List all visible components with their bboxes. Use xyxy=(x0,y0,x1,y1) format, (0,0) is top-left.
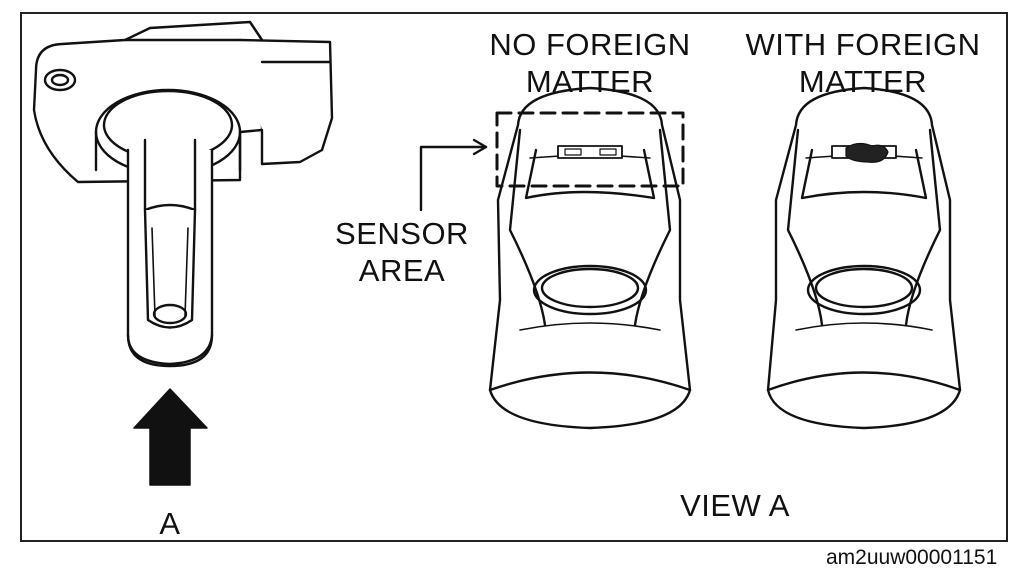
sensor-line2: AREA xyxy=(358,253,446,288)
no-foreign-line2: MATTER xyxy=(525,64,655,99)
no-foreign-matter-label: NO FOREIGN MATTER xyxy=(470,26,710,100)
sensor-view-contaminated xyxy=(766,86,962,430)
arrow-up-icon xyxy=(133,388,208,486)
no-foreign-line1: NO FOREIGN xyxy=(489,27,691,62)
figure-code: am2uuw00001151 xyxy=(826,546,998,569)
with-foreign-line1: WITH FOREIGN xyxy=(745,27,981,62)
arrow-label: A xyxy=(159,506,181,541)
sensor-view-clean xyxy=(488,86,692,430)
mass-air-flow-sensor xyxy=(32,20,334,368)
sensor-line1: SENSOR xyxy=(335,216,469,251)
with-foreign-line2: MATTER xyxy=(798,64,928,99)
diagram-frame xyxy=(20,12,1008,542)
foreign-matter-deposit xyxy=(845,142,889,163)
sensor-area-highlight xyxy=(495,111,685,188)
with-foreign-matter-label: WITH FOREIGN MATTER xyxy=(732,26,994,100)
pointer-arrow-icon xyxy=(419,138,488,212)
view-a-label: VIEW A xyxy=(680,488,790,523)
sensor-area-label: SENSOR AREA xyxy=(322,215,482,289)
